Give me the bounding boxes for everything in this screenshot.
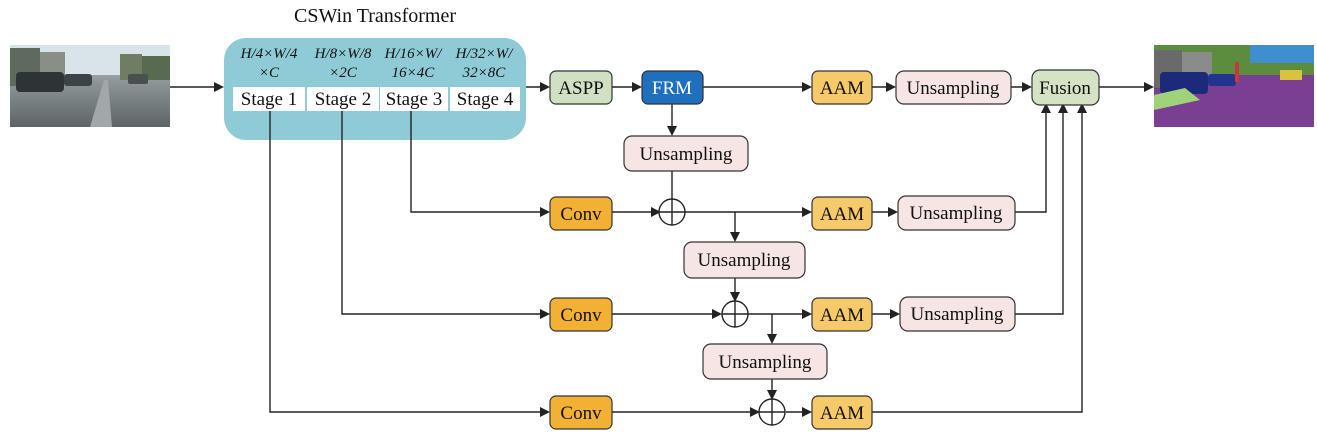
aspp-label: ASPP (558, 78, 603, 99)
stage-1-dim-line2: ×C (259, 65, 280, 81)
stage-3-dim-line2: 16×4C (392, 65, 436, 81)
stage-2-box (307, 87, 379, 111)
encoder-title: CSWin Transformer (294, 5, 456, 27)
frm-module: FRM (641, 70, 704, 105)
upsample-5-label: Unsampling (911, 304, 1004, 325)
stage-1-box (233, 87, 305, 111)
stage-3-label: Stage 3 (386, 89, 442, 110)
stage-2-dim-line1: H/8×W/8 (314, 46, 372, 62)
conv-1-label: Conv (560, 204, 602, 225)
upsample-1-label: Unsampling (907, 78, 1000, 99)
aam-module-1: AAM (811, 70, 873, 105)
conv-3-label: Conv (560, 403, 602, 424)
input-image (10, 45, 170, 127)
aam-module-4: AAM (811, 395, 873, 430)
upsample-3-label: Unsampling (910, 203, 1003, 224)
stage-1-dim-line1: H/4×W/4 (240, 46, 298, 62)
stage-3: H/16×W/ 16×4C Stage 3 (380, 46, 448, 111)
upsample-6-label: Unsampling (719, 352, 812, 373)
stage-4-box (450, 87, 520, 111)
upsample-module-4: Unsampling (683, 241, 806, 279)
stage-1: H/4×W/4 ×C Stage 1 (233, 46, 305, 111)
upsample-2-label: Unsampling (640, 144, 733, 165)
stage-1-label: Stage 1 (241, 89, 297, 110)
aam-1-label: AAM (820, 78, 864, 99)
output-segmentation-image (1154, 45, 1314, 127)
stage-4: H/32×W/ 32×8C Stage 4 (450, 46, 520, 111)
fusion-module: Fusion (1031, 69, 1100, 106)
upsample-module-6: Unsampling (702, 343, 828, 380)
sum-node-2 (721, 300, 749, 328)
aam-4-label: AAM (820, 403, 864, 424)
fusion-label: Fusion (1039, 78, 1091, 99)
conv-module-1: Conv (549, 196, 613, 231)
conv-module-3: Conv (549, 395, 613, 430)
upsample-4-label: Unsampling (698, 250, 791, 271)
upsample-module-2: Unsampling (623, 135, 749, 172)
stage-3-box (380, 87, 448, 111)
stage-2: H/8×W/8 ×2C Stage 2 (307, 46, 379, 111)
aam-module-2: AAM (811, 196, 873, 231)
stage-2-label: Stage 2 (315, 89, 371, 110)
upsample-module-5: Unsampling (899, 296, 1016, 332)
stage-4-dim-line1: H/32×W/ (455, 46, 515, 62)
upsample-module-1: Unsampling (895, 70, 1012, 105)
conv-2-label: Conv (560, 305, 602, 326)
frm-label: FRM (652, 78, 692, 99)
stage-2-dim-line2: ×2C (329, 65, 358, 81)
stage-3-dim-line1: H/16×W/ (384, 46, 444, 62)
stage-4-dim-line2: 32×8C (462, 65, 507, 81)
sum-node-1 (658, 198, 686, 226)
conv-module-2: Conv (549, 297, 613, 332)
aam-3-label: AAM (820, 305, 864, 326)
sum-node-3 (758, 398, 786, 426)
aam-2-label: AAM (820, 204, 864, 225)
aam-module-3: AAM (811, 297, 873, 332)
aspp-module: ASPP (549, 70, 613, 105)
stage-4-label: Stage 4 (457, 89, 514, 110)
edges (170, 82, 1154, 417)
upsample-module-3: Unsampling (897, 195, 1016, 231)
